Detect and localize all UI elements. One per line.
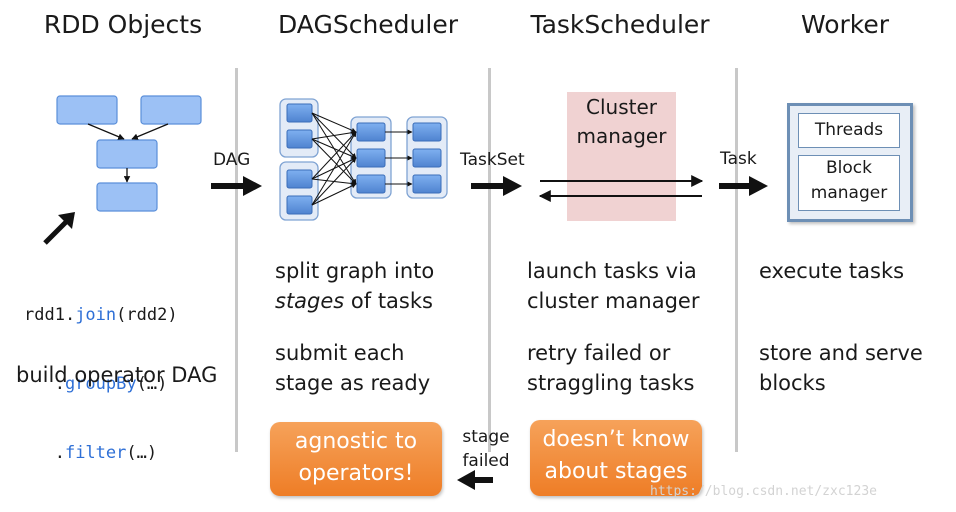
doesnt-line1: doesn’t know — [542, 427, 690, 452]
task-description-2: retry failed or straggling tasks — [527, 338, 694, 398]
dag-desc-line3: submit each — [275, 341, 405, 365]
heading-dag-scheduler: DAGScheduler — [277, 10, 458, 39]
task-desc-line2: cluster manager — [527, 289, 700, 313]
divider-2 — [488, 68, 491, 452]
stage-failed-label: stage failed — [460, 425, 512, 473]
task-arrow-label: Task — [720, 149, 757, 169]
block-manager-line1: Block — [826, 158, 872, 178]
dag-description-2: submit each stage as ready — [275, 338, 430, 398]
heading-worker: Worker — [800, 10, 890, 39]
agnostic-callout: agnostic to operators! — [270, 422, 442, 496]
task-desc-line1: launch tasks via — [527, 259, 697, 283]
agnostic-line2: operators! — [298, 461, 414, 486]
block-manager-box: Block manager — [798, 155, 900, 211]
block-manager-line2: manager — [810, 183, 888, 203]
code-line-2: .groupBy(…) — [24, 374, 168, 394]
taskset-flow-arrowhead — [503, 176, 522, 196]
heading-task-scheduler: TaskScheduler — [530, 10, 710, 39]
divider-1 — [235, 68, 238, 452]
worker-desc-line3: blocks — [759, 371, 826, 395]
dag-arrow-label: DAG — [213, 150, 251, 170]
stage-failed-line1: stage — [462, 427, 510, 447]
worker-description-2: store and serve blocks — [759, 338, 923, 398]
dag-node — [286, 195, 313, 215]
rdd-node-4 — [96, 182, 158, 212]
dag-node — [412, 148, 442, 168]
rdd-edge-2 — [131, 123, 169, 140]
heading-rdd-objects: RDD Objects — [43, 10, 203, 39]
divider-3 — [735, 68, 738, 452]
dag-node — [412, 122, 442, 142]
dag-node — [286, 129, 313, 149]
rdd-node-1 — [56, 95, 118, 125]
stage-failed-line2: failed — [462, 451, 510, 471]
dag-node — [356, 174, 386, 194]
dag-node — [412, 174, 442, 194]
dag-flow-arrowhead — [243, 176, 262, 196]
dag-desc-line1: split graph into — [275, 259, 435, 283]
taskset-arrow-label: TaskSet — [460, 150, 525, 170]
stage-failed-arrowhead — [457, 470, 475, 490]
dag-graph — [279, 98, 448, 221]
code-line-3: .filter(…) — [24, 443, 158, 463]
dag-node — [356, 122, 386, 142]
doesnt-know-callout: doesn’t know about stages — [530, 420, 702, 496]
task-flow-arrowhead — [749, 176, 768, 196]
dag-desc-line2: stages of tasks — [275, 289, 433, 313]
rdd-node-3 — [96, 139, 158, 169]
cluster-manager-line1: Cluster — [586, 95, 657, 119]
rdd-edge-1 — [87, 123, 125, 140]
task-desc-line3: retry failed or — [527, 341, 671, 365]
worker-description: execute tasks — [759, 259, 905, 283]
cluster-manager-line2: manager — [576, 124, 667, 148]
agnostic-line1: agnostic to — [294, 429, 418, 454]
dag-description: split graph into stages of tasks — [275, 256, 434, 316]
code-pointer-arrowhead — [58, 212, 75, 229]
task-desc-line4: straggling tasks — [527, 371, 695, 395]
code-line-1: rdd1.join(rdd2) — [24, 305, 178, 325]
cluster-manager-box — [567, 92, 676, 221]
cluster-thin-arrows — [538, 175, 704, 202]
cluster-manager-label: Cluster manager — [567, 93, 676, 151]
task-description: launch tasks via cluster manager — [527, 256, 699, 316]
dag-shuffle-edges — [311, 112, 413, 206]
watermark-url: https://blog.csdn.net/zxc123e — [650, 484, 877, 499]
rdd-graph — [56, 95, 202, 212]
dag-node — [286, 169, 313, 189]
rdd-description: build operator DAG — [16, 363, 218, 387]
flow-arrows — [211, 176, 768, 490]
doesnt-line2: about stages — [544, 459, 688, 484]
dag-node — [356, 148, 386, 168]
threads-box: Threads — [798, 113, 900, 148]
code-snippet: rdd1.join(rdd2) .groupBy(…) .filter(…) — [24, 258, 178, 488]
dag-node — [286, 103, 313, 123]
dag-desc-line4: stage as ready — [275, 371, 431, 395]
rdd-node-2 — [140, 95, 202, 125]
worker-desc-line2: store and serve — [759, 341, 923, 365]
